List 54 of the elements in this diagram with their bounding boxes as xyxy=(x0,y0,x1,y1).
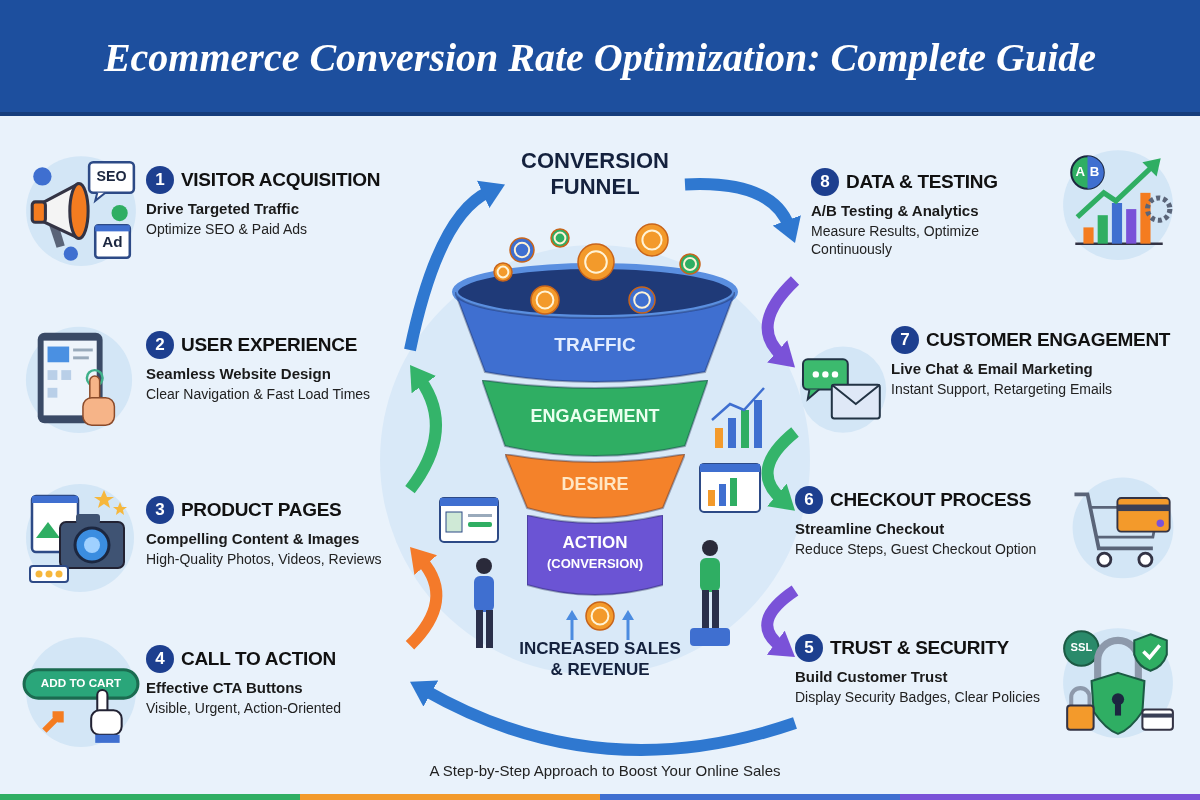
step-heading: VISITOR ACQUISITION xyxy=(181,169,381,191)
layer-label: DESIRE xyxy=(560,474,630,495)
step-heading: CHECKOUT PROCESS xyxy=(830,489,1032,511)
step-subheading: Seamless Website Design xyxy=(146,365,332,382)
curved-arrow xyxy=(761,585,799,658)
icon-text: ADD TO CART xyxy=(39,675,123,690)
result-text: INCREASED SALES & REVENUE xyxy=(515,638,685,680)
step-number-badge: 2 xyxy=(146,331,174,359)
caption: A Step-by-Step Approach to Boost Your Online Sales xyxy=(428,762,782,779)
curved-arrow xyxy=(405,546,443,650)
step-description: Optimize SEO & Paid Ads xyxy=(146,220,309,238)
curved-arrow xyxy=(761,276,800,369)
icon-text: A xyxy=(1074,164,1087,181)
title-banner: Ecommerce Conversion Rate Optimization: Complete Guide xyxy=(0,0,1200,116)
step-description: Clear Navigation & Fast Load Times xyxy=(146,385,372,403)
layer-label: ENGAGEMENT xyxy=(529,406,661,427)
layer-label: TRAFFIC xyxy=(553,334,637,356)
step-heading: DATA & TESTING xyxy=(846,171,998,193)
icon-text: B xyxy=(1088,164,1101,181)
step-description: Visible, Urgent, Action-Oriented xyxy=(146,699,343,717)
step-number-badge: 8 xyxy=(811,168,839,196)
step-number-badge: 5 xyxy=(795,634,823,662)
step-subheading: Compelling Content & Images xyxy=(146,530,361,547)
step-heading: PRODUCT PAGES xyxy=(181,499,342,521)
curved-arrow xyxy=(409,680,797,756)
curved-arrow xyxy=(684,178,801,243)
curved-arrow xyxy=(405,364,442,494)
step-subheading: Streamline Checkout xyxy=(795,520,946,537)
step-subheading: A/B Testing & Analytics xyxy=(811,202,980,219)
step-heading: USER EXPERIENCE xyxy=(181,334,358,356)
step-description: Reduce Steps, Guest Checkout Option xyxy=(795,540,1038,558)
step-number-badge: 6 xyxy=(795,486,823,514)
step-description: Measure Results, Optimize Continuously xyxy=(811,222,981,258)
icon-text: SEO xyxy=(95,168,128,186)
step-subheading: Build Customer Trust xyxy=(795,668,949,685)
step-description: Instant Support, Retargeting Emails xyxy=(891,380,1113,398)
step-number-badge: 3 xyxy=(146,496,174,524)
step-number-badge: 7 xyxy=(891,326,919,354)
step-description: High-Quality Photos, Videos, Reviews xyxy=(146,550,383,568)
step-heading: CALL TO ACTION xyxy=(181,648,336,670)
step-subheading: Drive Targeted Traffic xyxy=(146,200,301,217)
step-heading: TRUST & SECURITY xyxy=(830,637,1009,659)
step-subheading: Live Chat & Email Marketing xyxy=(891,360,1094,377)
icon-text: SSL xyxy=(1069,641,1094,655)
step-number-badge: 4 xyxy=(146,645,174,673)
layer-label: (CONVERSION) xyxy=(545,556,645,571)
icon-text: Ad xyxy=(101,233,124,252)
layer-label: ACTION xyxy=(561,533,629,553)
step-number-badge: 1 xyxy=(146,166,174,194)
step-heading: CUSTOMER ENGAGEMENT xyxy=(926,329,1171,351)
step-description: Display Security Badges, Clear Policies xyxy=(795,688,1042,706)
step-subheading: Effective CTA Buttons xyxy=(146,679,304,696)
curved-arrow xyxy=(404,181,505,352)
funnel-heading: CONVERSION FUNNEL xyxy=(505,148,685,200)
